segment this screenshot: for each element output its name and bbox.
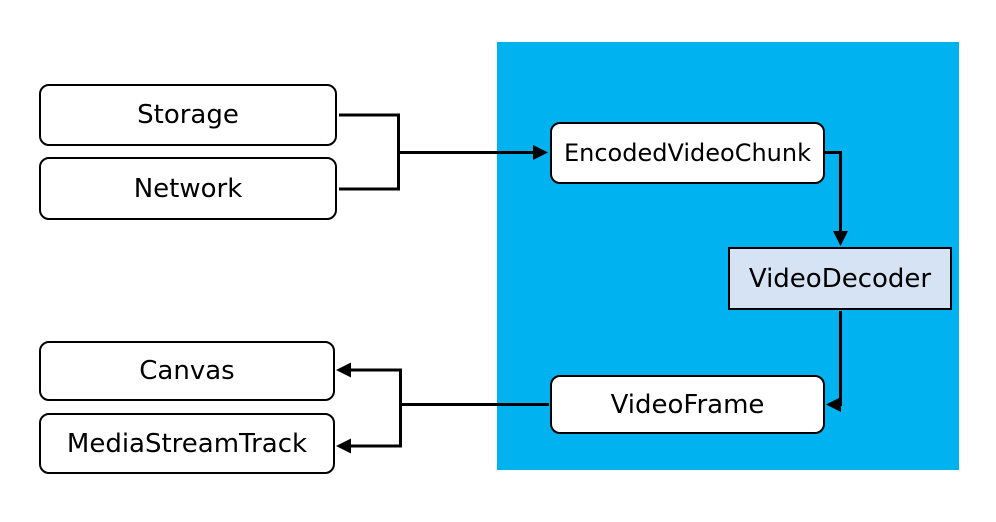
node-video-decoder-label: VideoDecoder	[748, 263, 932, 294]
node-canvas-label: Canvas	[139, 356, 235, 386]
node-network: Network	[39, 157, 337, 220]
node-encoded-video-chunk: EncodedVideoChunk	[550, 122, 825, 184]
node-canvas: Canvas	[39, 341, 335, 401]
node-media-stream-track-label: MediaStreamTrack	[66, 428, 308, 459]
node-video-frame-label: VideoFrame	[610, 389, 765, 420]
node-video-frame: VideoFrame	[550, 375, 825, 434]
node-encoded-video-chunk-label: EncodedVideoChunk	[563, 139, 812, 167]
node-video-decoder: VideoDecoder	[728, 247, 952, 310]
node-network-label: Network	[133, 173, 243, 204]
node-storage-label: Storage	[137, 100, 239, 130]
connector-storage-network-bracket	[339, 113, 400, 191]
node-media-stream-track: MediaStreamTrack	[39, 413, 335, 474]
node-storage: Storage	[39, 84, 337, 146]
